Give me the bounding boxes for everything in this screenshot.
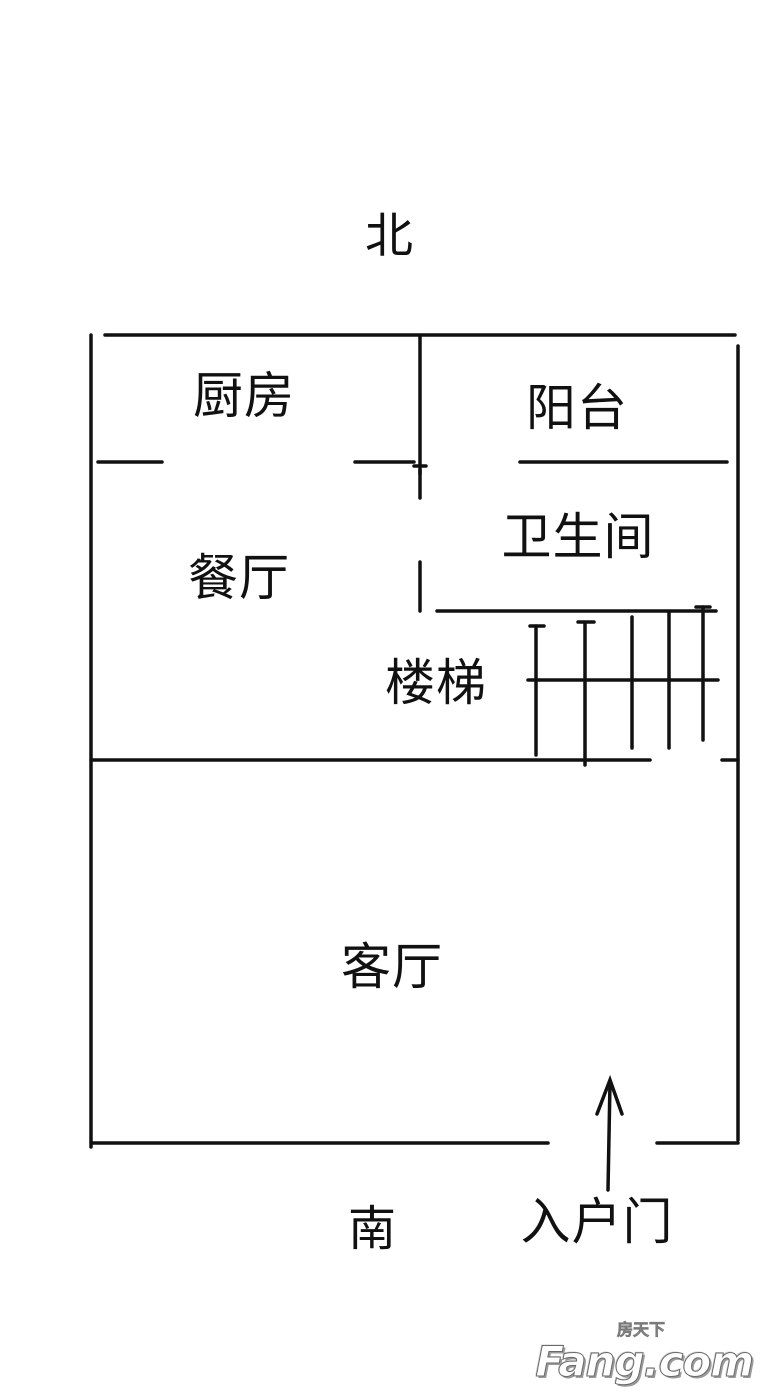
compass-north-label: 北 <box>364 208 414 264</box>
room-label-living: 客厅 <box>341 938 443 996</box>
room-label-balcony: 阳台 <box>526 379 628 437</box>
entrance-arrow-shaft <box>606 1080 612 1192</box>
fang-watermark: 房天下 Fang.com <box>535 1302 755 1387</box>
room-label-bathroom: 卫生间 <box>501 508 655 566</box>
room-label-stairs: 楼梯 <box>385 654 487 712</box>
watermark-brand-text: Fang.com <box>535 1337 755 1387</box>
compass-south-label: 南 <box>347 1201 397 1257</box>
room-label-dining: 餐厅 <box>188 549 290 607</box>
entrance-arrow-head <box>595 1074 624 1116</box>
watermark-cn-text: 房天下 <box>616 1320 666 1340</box>
entrance-door-label: 入户门 <box>520 1193 674 1251</box>
room-label-kitchen: 厨房 <box>193 367 295 425</box>
